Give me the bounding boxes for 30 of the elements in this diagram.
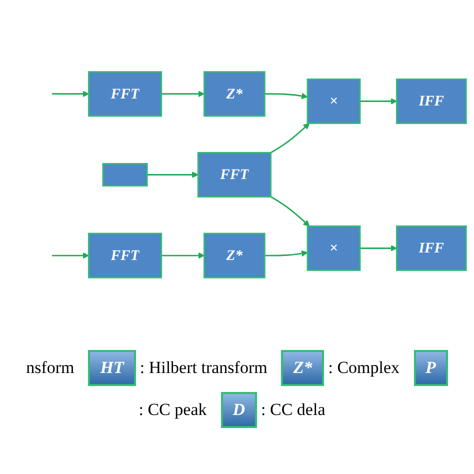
node-box: FFT xyxy=(197,152,272,198)
legend-symbol: Z* xyxy=(281,350,324,386)
arrow xyxy=(52,252,89,260)
legend-text: : CC dela xyxy=(261,400,326,420)
node-box: FFT xyxy=(88,71,162,117)
node-box: IFF xyxy=(396,226,467,272)
node-box xyxy=(102,163,148,187)
legend-text: : Complex xyxy=(328,358,400,378)
arrow xyxy=(360,98,397,105)
node-box: Z* xyxy=(204,71,266,117)
node-box: × xyxy=(306,226,361,272)
arrow xyxy=(147,172,198,178)
node-box: Z* xyxy=(204,233,266,279)
node-box: IFF xyxy=(396,78,467,124)
node-box: FFT xyxy=(88,233,162,279)
arrow xyxy=(270,196,310,227)
legend-text: : Hilbert transform xyxy=(140,358,268,378)
legend-symbol: D xyxy=(220,392,258,428)
legend-text: nsform xyxy=(26,358,74,378)
arrow xyxy=(264,250,308,257)
arrow xyxy=(264,93,308,100)
arrow xyxy=(360,245,397,252)
arrow xyxy=(161,90,205,98)
legend-symbol: P xyxy=(414,350,448,386)
arrow xyxy=(161,252,205,260)
arrow xyxy=(52,90,89,98)
legend-symbol: HT xyxy=(88,350,136,386)
arrow xyxy=(270,123,310,154)
legend-text: : CC peak xyxy=(138,400,207,420)
node-box: × xyxy=(306,78,361,124)
